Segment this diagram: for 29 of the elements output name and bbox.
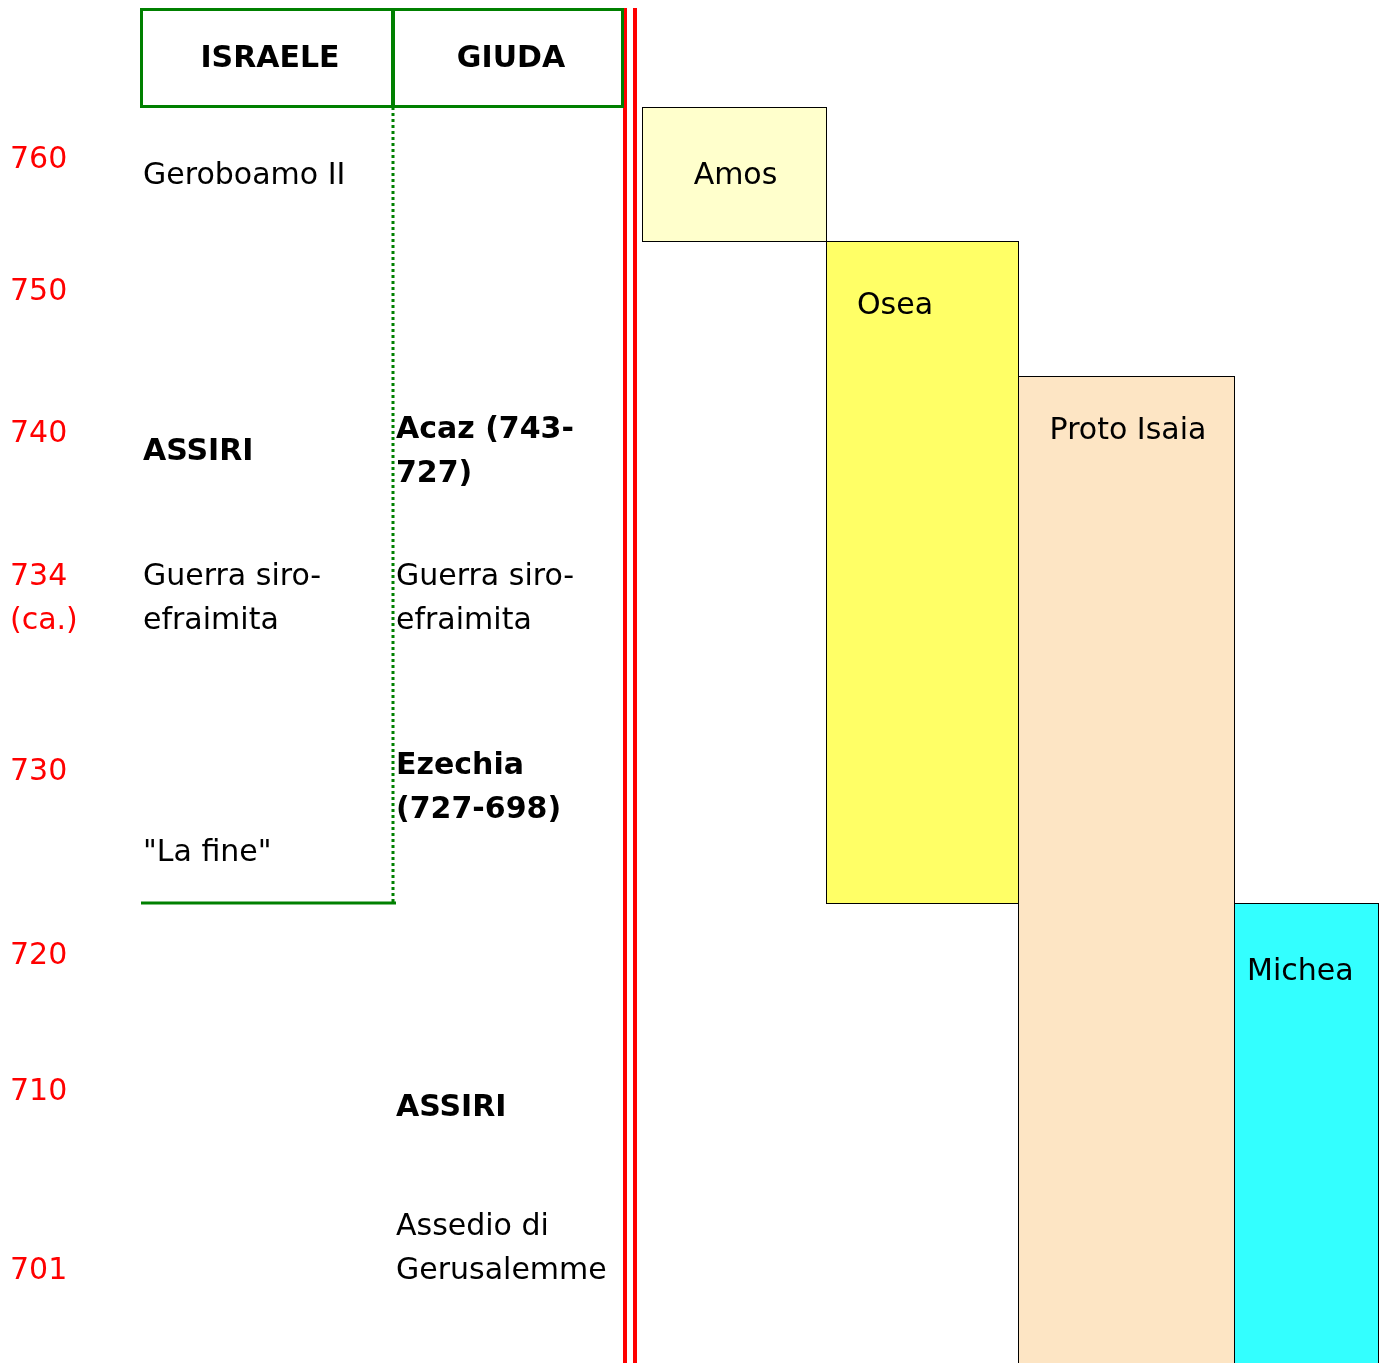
year-label: 710 <box>10 1071 69 1109</box>
node-label: Michea <box>1247 951 1355 989</box>
node-label: ISRAELE <box>199 38 341 76</box>
prophet-bar <box>826 241 1019 904</box>
year-label: 750 <box>10 271 69 309</box>
year-label: 760 <box>10 139 69 177</box>
header-cell <box>392 8 624 108</box>
event-label: Acaz (743-727) <box>396 409 575 491</box>
prophet-bar <box>1018 376 1235 1363</box>
event-label: Guerra siro-efraimita <box>143 556 323 638</box>
event-label: ASSIRI <box>396 1087 508 1125</box>
year-label: 701 <box>10 1250 69 1288</box>
year-label: 730 <box>10 751 69 789</box>
node-label: Amos <box>692 155 779 193</box>
event-label: Geroboamo II <box>143 155 347 193</box>
event-label: ASSIRI <box>143 431 255 469</box>
node-label: Osea <box>857 285 935 323</box>
event-label: Assedio di Gerusalemme <box>396 1206 608 1288</box>
event-label: Ezechia (727-698) <box>396 745 563 827</box>
node-label: Proto Isaia <box>1048 410 1208 448</box>
prophet-bar <box>642 107 827 242</box>
event-label: "La fine" <box>143 832 273 870</box>
year-label: 740 <box>10 413 69 451</box>
year-label: 734 (ca.) <box>10 556 79 638</box>
prophet-bar <box>1234 903 1379 1363</box>
event-label: Guerra siro-efraimita <box>396 556 576 638</box>
header-cell <box>140 8 394 108</box>
node-label: GIUDA <box>455 38 567 76</box>
year-label: 720 <box>10 935 69 973</box>
